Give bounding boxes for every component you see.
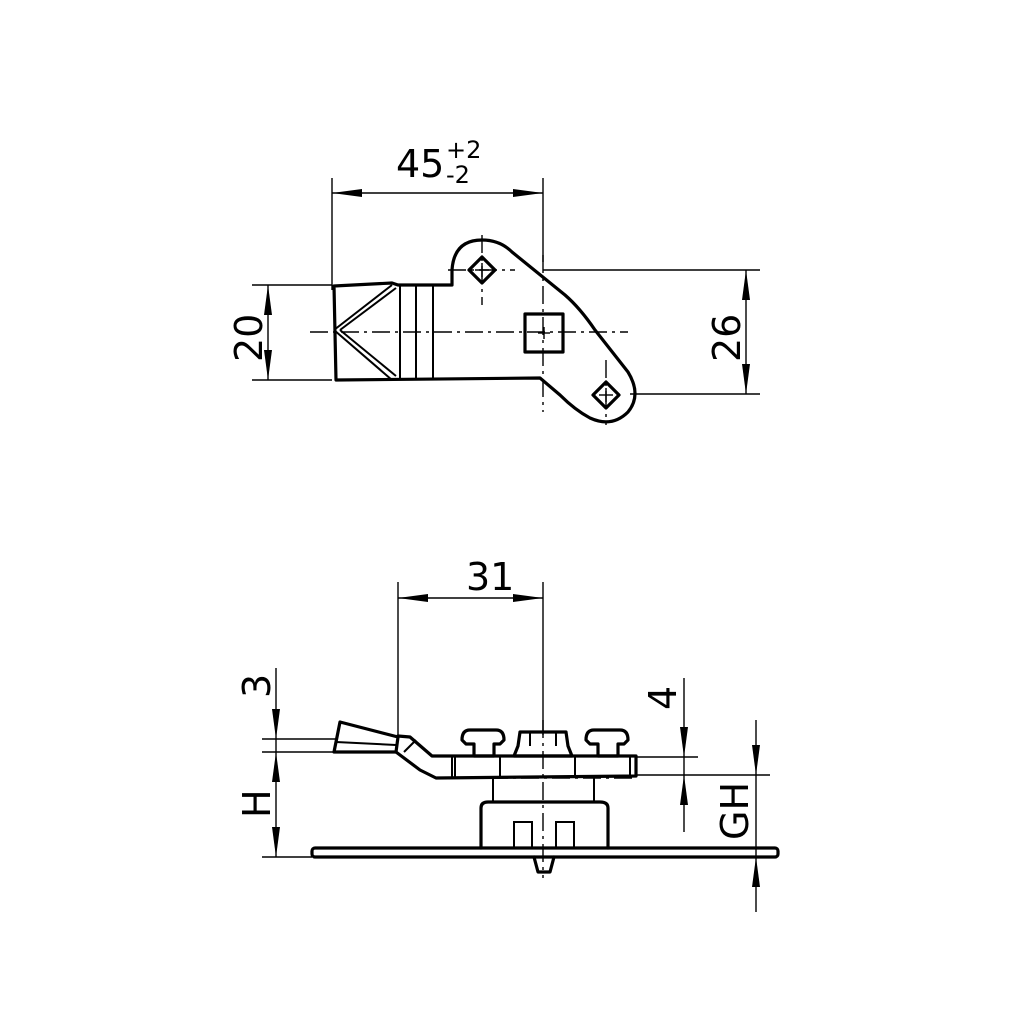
dim-45-tol-plus: +2 — [446, 136, 481, 164]
dimension-45: 45 +2 -2 — [331, 136, 544, 290]
dimension-20: 20 — [227, 284, 332, 381]
dimension-4: 4 — [636, 678, 770, 832]
dimension-26: 26 — [543, 269, 760, 395]
side-view: 31 3 H 4 GH — [235, 555, 780, 912]
part-top-outline — [332, 238, 637, 424]
dim-31-value: 31 — [466, 555, 514, 599]
dim-45-value: 45 — [396, 142, 444, 186]
dim-H-value: H — [235, 789, 279, 818]
dim-20-value: 20 — [227, 314, 271, 362]
dim-45-tol-minus: -2 — [446, 161, 470, 189]
dim-4-value: 4 — [641, 686, 685, 710]
top-view: 45 +2 -2 20 26 — [227, 136, 760, 425]
dimension-31: 31 — [397, 555, 544, 735]
dim-3-value: 3 — [235, 674, 279, 698]
part-side-outline — [310, 720, 780, 874]
dim-26-value: 26 — [705, 314, 749, 362]
dim-GH-value: GH — [713, 782, 757, 840]
dimension-3-and-H: 3 H — [235, 668, 336, 858]
dimension-GH: GH — [713, 720, 760, 912]
